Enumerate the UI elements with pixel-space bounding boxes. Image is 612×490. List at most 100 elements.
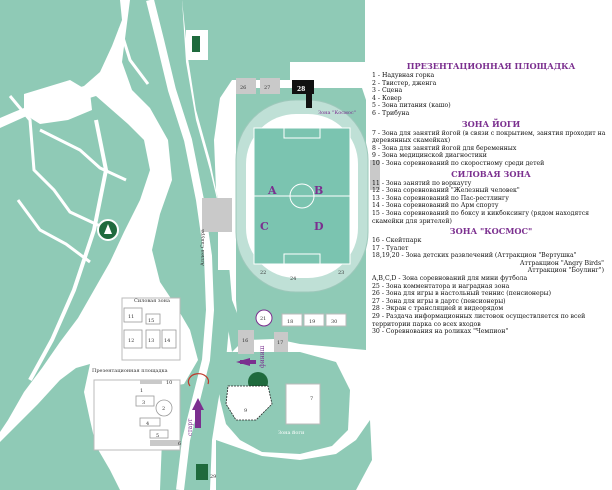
kosmos-label: Зона "Космос" xyxy=(318,110,356,116)
legend-item: Аттракцион "Боулинг") xyxy=(527,267,604,275)
building-3 xyxy=(135,395,155,407)
finish-label: финиш xyxy=(259,345,266,368)
building-13 xyxy=(145,329,161,349)
legend-item: 4 - Ковер xyxy=(372,94,402,102)
building-29-label: 29 xyxy=(210,474,216,480)
legend-item: 13 - Зона соревнований по Пас-рестлингу xyxy=(372,194,509,202)
legend-item: 8 - Зона для занятий йогой для беременны… xyxy=(372,144,517,152)
building-12 xyxy=(123,329,143,349)
building-10-label: 10 xyxy=(166,380,172,386)
building-14-label: 14 xyxy=(164,338,170,344)
building-27 xyxy=(260,78,280,94)
legend-item: 27 - Зона для игры в дартс (пенсионеры) xyxy=(372,297,506,305)
toilet-icon xyxy=(192,36,200,52)
building-4 xyxy=(139,417,161,427)
legend-item: 30 - Соревнования на роликах "Чемпион" xyxy=(372,328,509,336)
legend-item: 17 - Туалет xyxy=(372,244,409,252)
legend-item: 16 - Скейтпарк xyxy=(372,237,422,245)
legend-item: 12 - Зона соревнований "Железный человек… xyxy=(372,187,520,195)
building-2-label: 2 xyxy=(162,406,165,412)
building-12-label: 12 xyxy=(128,338,134,344)
legend-item: 1 - Надувная горка xyxy=(372,72,435,79)
river xyxy=(146,0,215,490)
finish-arrow-shaft xyxy=(240,360,256,364)
yoga-label: Зона йоги xyxy=(278,430,305,436)
legend-item: 28 - Экран с трансляцией и видеорядом xyxy=(372,305,504,313)
park-logo-tree xyxy=(104,224,112,234)
building-22-label: 22 xyxy=(260,270,266,276)
legend-item: 7 - Зона для занятий йогой (в связи с по… xyxy=(372,129,606,145)
building-17 xyxy=(274,332,288,352)
building-11-label: 11 xyxy=(128,314,134,320)
building-15 xyxy=(145,313,161,325)
building-24-label: 24 xyxy=(290,276,296,282)
legend-item: 9 - Зона медицинской диагностики xyxy=(372,152,487,160)
legend-section-title: ПРЕЗЕНТАЦИОННАЯ ПЛОЩАДКА xyxy=(406,61,576,71)
building-18-label: 18 xyxy=(287,319,293,325)
building-17-label: 17 xyxy=(277,340,283,346)
legend-item: 14 - Зона соревнований по Арм спорту xyxy=(372,202,499,210)
stadium-zone-d: D xyxy=(314,220,324,233)
legend-item: A,B,C,D - Зона соревнований для мини фут… xyxy=(372,275,528,283)
building-2 xyxy=(155,399,173,417)
building-13-label: 13 xyxy=(148,338,154,344)
stadium-zone-b: B xyxy=(314,184,323,197)
building-1-label: 1 xyxy=(140,388,143,394)
screen-28 xyxy=(292,80,314,94)
building-19 xyxy=(303,313,325,327)
legend: ПРЕЗЕНТАЦИОННАЯ ПЛОЩАДКА 1 - Надувная го… xyxy=(372,60,610,336)
legend-section-title: СИЛОВАЯ ЗОНА xyxy=(451,168,531,179)
legend-item: 18,19,20 - Зона детских развлечений (Атт… xyxy=(372,252,577,260)
stadium xyxy=(202,99,380,293)
loop-arrow-icon xyxy=(187,373,210,387)
building-23-label: 23 xyxy=(338,270,344,276)
building-6-label: 6 xyxy=(178,441,181,447)
building-19-label: 19 xyxy=(309,319,315,325)
silovaya-zone-label: Силовая зона xyxy=(134,298,170,304)
building-28-label: 28 xyxy=(297,86,305,93)
legend-item: 11 - Зона занятий по воркауту xyxy=(372,179,472,187)
building-16 xyxy=(238,330,254,354)
building-26 xyxy=(236,78,256,94)
entrance-29 xyxy=(196,464,208,480)
legend-item: 3 - Сцена xyxy=(372,87,403,95)
building-11 xyxy=(123,307,143,323)
building-30-label: 30 xyxy=(331,319,337,325)
legend-item: 26 - Зона для игры в настольный теннис (… xyxy=(372,290,552,298)
legend-item: Аттракцион "Angry Birds" xyxy=(519,259,604,267)
legend-item: 6 - Трибуна xyxy=(372,109,410,117)
legend-item: 10 - Зона соревнований по скоростному ср… xyxy=(372,159,545,167)
legend-item: 5 - Зона питания (кашо) xyxy=(372,102,451,110)
building-21-label: 21 xyxy=(260,316,266,322)
building-7-label: 7 xyxy=(310,396,313,402)
silovaya-zone-area xyxy=(121,297,181,361)
building-14 xyxy=(161,329,177,349)
stream xyxy=(28,119,109,381)
alley-label: Аллея Сакура xyxy=(200,229,206,266)
stand-1 xyxy=(140,380,162,384)
building-9-label: 9 xyxy=(244,408,247,414)
start-label: старт xyxy=(187,418,194,436)
legend-item: 15 - Зона соревнований по боксу и кикбок… xyxy=(372,209,590,225)
building-21 xyxy=(255,309,273,327)
building-3-label: 3 xyxy=(142,400,145,406)
yoga-area xyxy=(285,383,321,425)
building-30 xyxy=(325,313,347,327)
building-18 xyxy=(281,313,303,327)
building-4-label: 4 xyxy=(146,421,149,427)
stadium-zone-c: C xyxy=(260,220,269,233)
building-6 xyxy=(150,440,180,446)
prezent-label: Презентационная площадка xyxy=(92,368,168,374)
stadium-zone-a: A xyxy=(267,184,277,197)
left-building xyxy=(24,80,92,124)
building-27-label: 27 xyxy=(264,85,270,91)
legend-section-title: ЗОНА "КОСМОС" xyxy=(449,226,533,237)
start-arrow-icon xyxy=(192,398,204,410)
building-5-label: 5 xyxy=(156,433,159,439)
legend-item: 25 - Зона комментатора и наградная зона xyxy=(372,282,510,290)
building-5 xyxy=(149,429,169,439)
legend-section-title: ЗОНА ЙОГИ xyxy=(461,118,521,129)
legend-item: 2 - Твистер, дженга xyxy=(372,79,437,87)
building-15-label: 15 xyxy=(148,318,154,324)
start-arrow-shaft xyxy=(195,410,201,428)
